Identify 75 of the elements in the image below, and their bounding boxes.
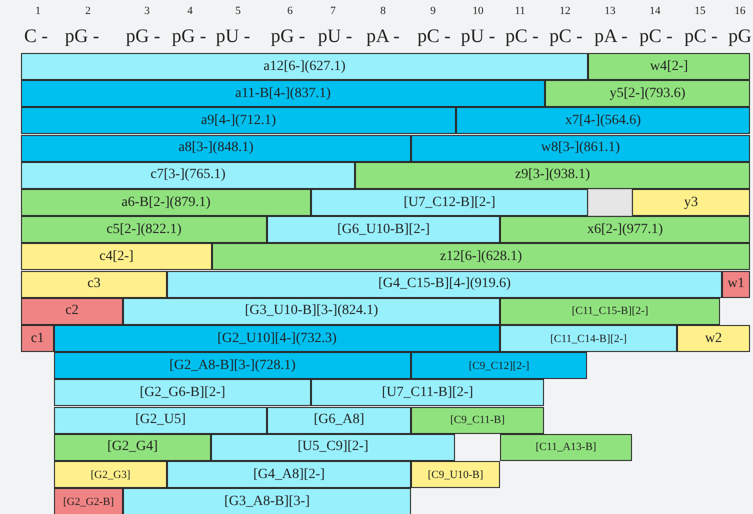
fragment-bar: [C11_A13-B] bbox=[500, 434, 632, 461]
fragment-bar: [C9_C12][2-] bbox=[411, 352, 587, 380]
position-number: 16 bbox=[734, 5, 746, 17]
position-number: 9 bbox=[430, 5, 436, 17]
fragment-bar: c4[2-] bbox=[21, 243, 212, 270]
fragment-bar: w1 bbox=[722, 270, 750, 298]
residue-label: pC - bbox=[505, 26, 539, 48]
fragment-bar: [C9_C11-B] bbox=[411, 406, 544, 434]
residue-label: pG - bbox=[64, 26, 100, 48]
fragment-bar: [U5_C9][2-] bbox=[211, 434, 455, 461]
fragment-bar: [G2_G3] bbox=[54, 461, 167, 488]
residue-label: pC - bbox=[417, 26, 451, 48]
fragment-bar: [G2_G6-B][2-] bbox=[54, 379, 311, 406]
fragment-bar: [G6_A8] bbox=[267, 406, 411, 434]
fragment-bar: [C9_U10-B] bbox=[411, 461, 500, 488]
fragment-bar: c3 bbox=[21, 270, 167, 298]
position-number: 10 bbox=[472, 5, 484, 17]
position-number: 11 bbox=[514, 5, 526, 17]
residue-label: C - bbox=[24, 26, 48, 48]
position-number: 2 bbox=[85, 5, 91, 17]
fragment-bar: w2 bbox=[677, 325, 750, 352]
residue-label: pC - bbox=[639, 26, 673, 48]
residue-label: pA - bbox=[366, 26, 400, 48]
fragment-bar: x6[2-](977.1) bbox=[500, 216, 750, 244]
residue-label: pA - bbox=[594, 26, 628, 48]
fragment-bar: [G6_U10-B][2-] bbox=[267, 216, 500, 244]
fragment-bar: a9[4-](712.1) bbox=[21, 107, 456, 134]
fragment-bar: [G2_U5] bbox=[54, 406, 267, 434]
fragment-bar: [G3_U10-B][3-](824.1) bbox=[123, 298, 500, 325]
fragment-bar: a8[3-](848.1) bbox=[21, 134, 411, 162]
fragment-bar: c7[3-](765.1) bbox=[21, 162, 355, 189]
position-number: 1 bbox=[35, 5, 41, 17]
fragment-bar: [G4_A8][2-] bbox=[167, 461, 411, 488]
fragment-bar: z12[6-](628.1) bbox=[212, 243, 750, 270]
residue-label: pG - bbox=[172, 26, 206, 48]
fragment-bar: [G2_G4] bbox=[54, 434, 211, 461]
fragment-bar: z9[3-](938.1) bbox=[355, 162, 750, 189]
fragment-bar: [U7_C12-B][2-] bbox=[311, 189, 588, 216]
residue-label: pU - bbox=[216, 26, 250, 48]
fragment-bar: [C11_C14-B][2-] bbox=[500, 325, 677, 352]
fragment-bar: [C11_C15-B][2-] bbox=[500, 298, 720, 325]
fragment-bar: y3 bbox=[632, 189, 750, 216]
fragment-bar: [U7_C11-B][2-] bbox=[311, 379, 544, 406]
residue-label: pU - bbox=[460, 26, 496, 48]
position-number: 5 bbox=[235, 5, 241, 17]
position-number: 13 bbox=[604, 5, 616, 17]
residue-label: pG - bbox=[126, 26, 160, 48]
position-number: 3 bbox=[144, 5, 150, 17]
fragment-bar: [G2_A8-B][3-](728.1) bbox=[54, 352, 411, 380]
fragment-bar: [G4_C15-B][4-](919.6) bbox=[167, 270, 722, 298]
position-number: 15 bbox=[694, 5, 706, 17]
position-number: 12 bbox=[560, 5, 570, 17]
fragment-bar: a6-B[2-](879.1) bbox=[21, 189, 311, 216]
fragment-bar: w8[3-](861.1) bbox=[411, 134, 750, 162]
residue-label: pU - bbox=[318, 26, 352, 48]
fragment-bar: c1 bbox=[21, 325, 54, 352]
residue-label: pC - bbox=[684, 26, 718, 48]
position-number: 4 bbox=[187, 5, 193, 17]
residue-label: pG - bbox=[270, 26, 306, 48]
fragment-bar: a12[6-](627.1) bbox=[21, 53, 588, 80]
fragment-bar: [G2_U10][4-](732.3) bbox=[54, 325, 500, 352]
fragment-bar: [G3_A8-B][3-] bbox=[123, 488, 411, 514]
fragment-bar: y5[2-](793.6) bbox=[545, 80, 750, 108]
position-number: 8 bbox=[380, 5, 386, 17]
residue-label: pG bbox=[728, 26, 752, 48]
position-number: 14 bbox=[650, 5, 660, 17]
fragment-bar: c2 bbox=[21, 298, 123, 325]
fragment-bar: a11-B[4-](837.1) bbox=[21, 80, 545, 108]
fragment-bar: x7[4-](564.6) bbox=[456, 107, 750, 134]
fragment-bar: w4[2-] bbox=[588, 53, 750, 80]
residue-label: pC - bbox=[549, 26, 583, 48]
position-number: 6 bbox=[287, 5, 293, 17]
fragment-bar: [G2_G2-B] bbox=[54, 488, 123, 514]
fragment-bar: c5[2-](822.1) bbox=[21, 216, 267, 244]
position-number: 7 bbox=[330, 5, 336, 17]
